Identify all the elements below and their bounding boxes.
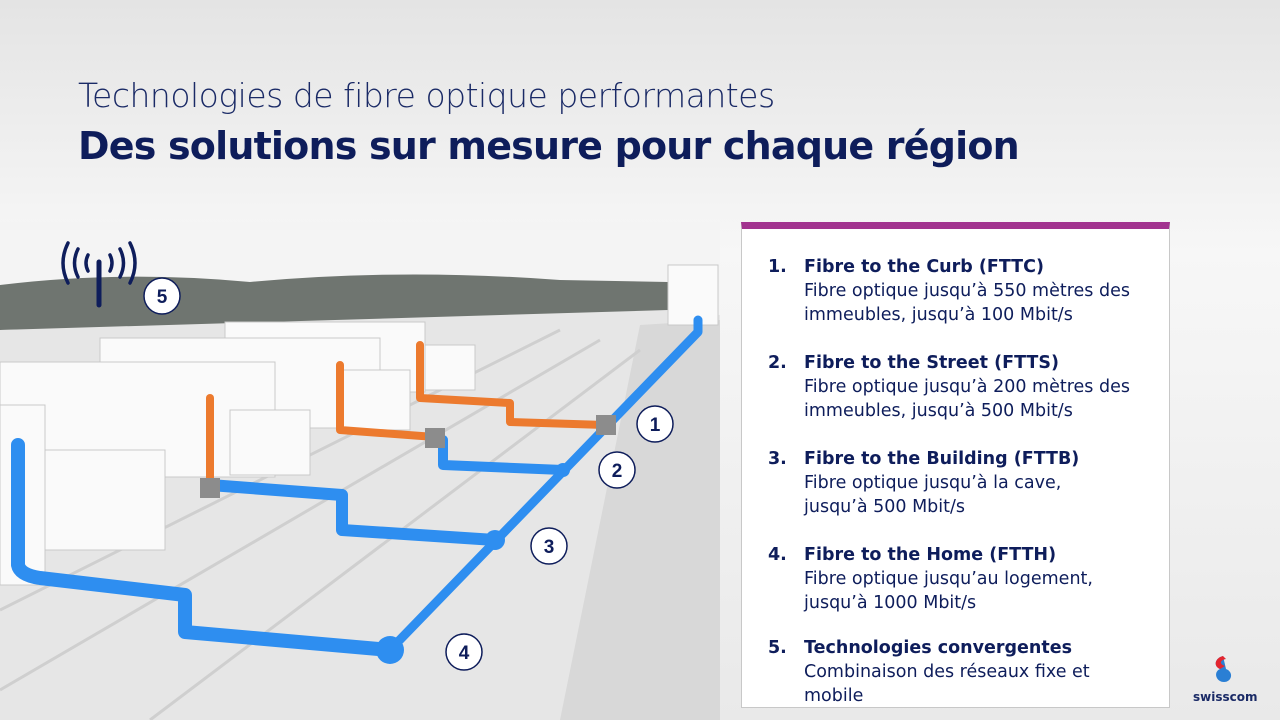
cabinet-icon — [425, 428, 445, 448]
antenna-icon — [61, 241, 137, 308]
marker-5: 5 — [143, 277, 181, 315]
item-description: Fibre optique jusqu’à la cave, jusqu’à 5… — [804, 473, 1062, 517]
item-description: Combinaison des réseaux fixe et mobile — [804, 662, 1090, 706]
marker-4: 4 — [445, 633, 483, 671]
marker-2: 2 — [598, 451, 636, 489]
slide-title: Des solutions sur mesure pour chaque rég… — [78, 124, 1020, 168]
item-title: Fibre to the Home (FTTH) — [804, 545, 1057, 565]
svg-text:4: 4 — [459, 643, 470, 664]
buildings — [0, 264, 719, 586]
copper-line-2 — [336, 361, 439, 441]
item-title: Technologies convergentes — [804, 638, 1072, 658]
item-number: 3. — [768, 449, 787, 469]
cabinet-icon — [200, 478, 220, 498]
item-number: 5. — [768, 638, 787, 658]
svg-text:5: 5 — [157, 287, 168, 308]
technology-list-panel: 1. Fibre to the Curb (FTTC) Fibre optique … — [741, 222, 1170, 708]
cabinet-icon — [596, 415, 616, 435]
item-description: Fibre optique jusqu’à 550 mètres des imm… — [804, 281, 1130, 325]
svg-text:2: 2 — [612, 461, 623, 482]
item-title: Fibre to the Street (FTTS) — [804, 353, 1059, 373]
fibre-ftth — [11, 438, 397, 657]
item-number: 2. — [768, 353, 787, 373]
svg-text:1: 1 — [650, 415, 661, 436]
item-description: Fibre optique jusqu’à 200 mètres des imm… — [804, 377, 1130, 421]
item-description: Fibre optique jusqu’au logement, jusqu’à… — [804, 569, 1093, 613]
swisscom-logo-icon — [1215, 656, 1232, 682]
item-title: Fibre to the Building (FTTB) — [804, 449, 1080, 469]
fibre-network-illustration: 1 2 3 4 5 — [0, 222, 720, 720]
marker-1: 1 — [636, 405, 674, 443]
logo-text: swisscom — [1193, 690, 1258, 704]
swisscom-logo: swisscom — [1193, 654, 1258, 704]
item-title: Fibre to the Curb (FTTC) — [804, 257, 1044, 277]
marker-3: 3 — [530, 527, 568, 565]
svg-text:3: 3 — [544, 537, 555, 558]
fibre-fttb — [204, 479, 501, 546]
item-number: 1. — [768, 257, 787, 277]
copper-line-1 — [416, 341, 609, 429]
item-number: 4. — [768, 545, 787, 565]
slide-subtitle: Technologies de fibre optique performant… — [78, 76, 775, 115]
